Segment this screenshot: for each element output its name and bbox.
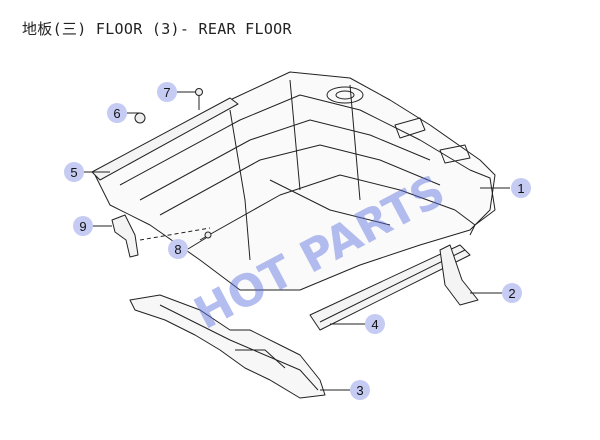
- callout-1: 1: [511, 178, 531, 198]
- callout-8: 8: [168, 239, 188, 259]
- small-bracket: [111, 214, 139, 258]
- callout-4: 4: [365, 314, 385, 334]
- callout-label-1: 1: [517, 181, 524, 196]
- callout-9: 9: [73, 216, 93, 236]
- callout-label-3: 3: [356, 383, 363, 398]
- callout-6: 6: [107, 103, 127, 123]
- callout-7: 7: [157, 82, 177, 102]
- callout-label-5: 5: [70, 165, 77, 180]
- callout-label-9: 9: [79, 219, 86, 234]
- callout-2: 2: [502, 283, 522, 303]
- callout-3: 3: [350, 380, 370, 400]
- callouts: 1 2 3 4 5 6 7 8 9: [64, 82, 531, 400]
- callout-label-2: 2: [508, 286, 515, 301]
- page-title: 地板(三) FLOOR (3)- REAR FLOOR: [22, 20, 292, 38]
- callout-label-4: 4: [371, 317, 378, 332]
- callout-label-7: 7: [163, 85, 170, 100]
- callout-label-6: 6: [113, 106, 120, 121]
- rear-bracket: [439, 244, 479, 306]
- callout-5: 5: [64, 162, 84, 182]
- lower-crossmember: [129, 294, 326, 399]
- callout-label-8: 8: [174, 242, 181, 257]
- side-rail: [91, 97, 239, 181]
